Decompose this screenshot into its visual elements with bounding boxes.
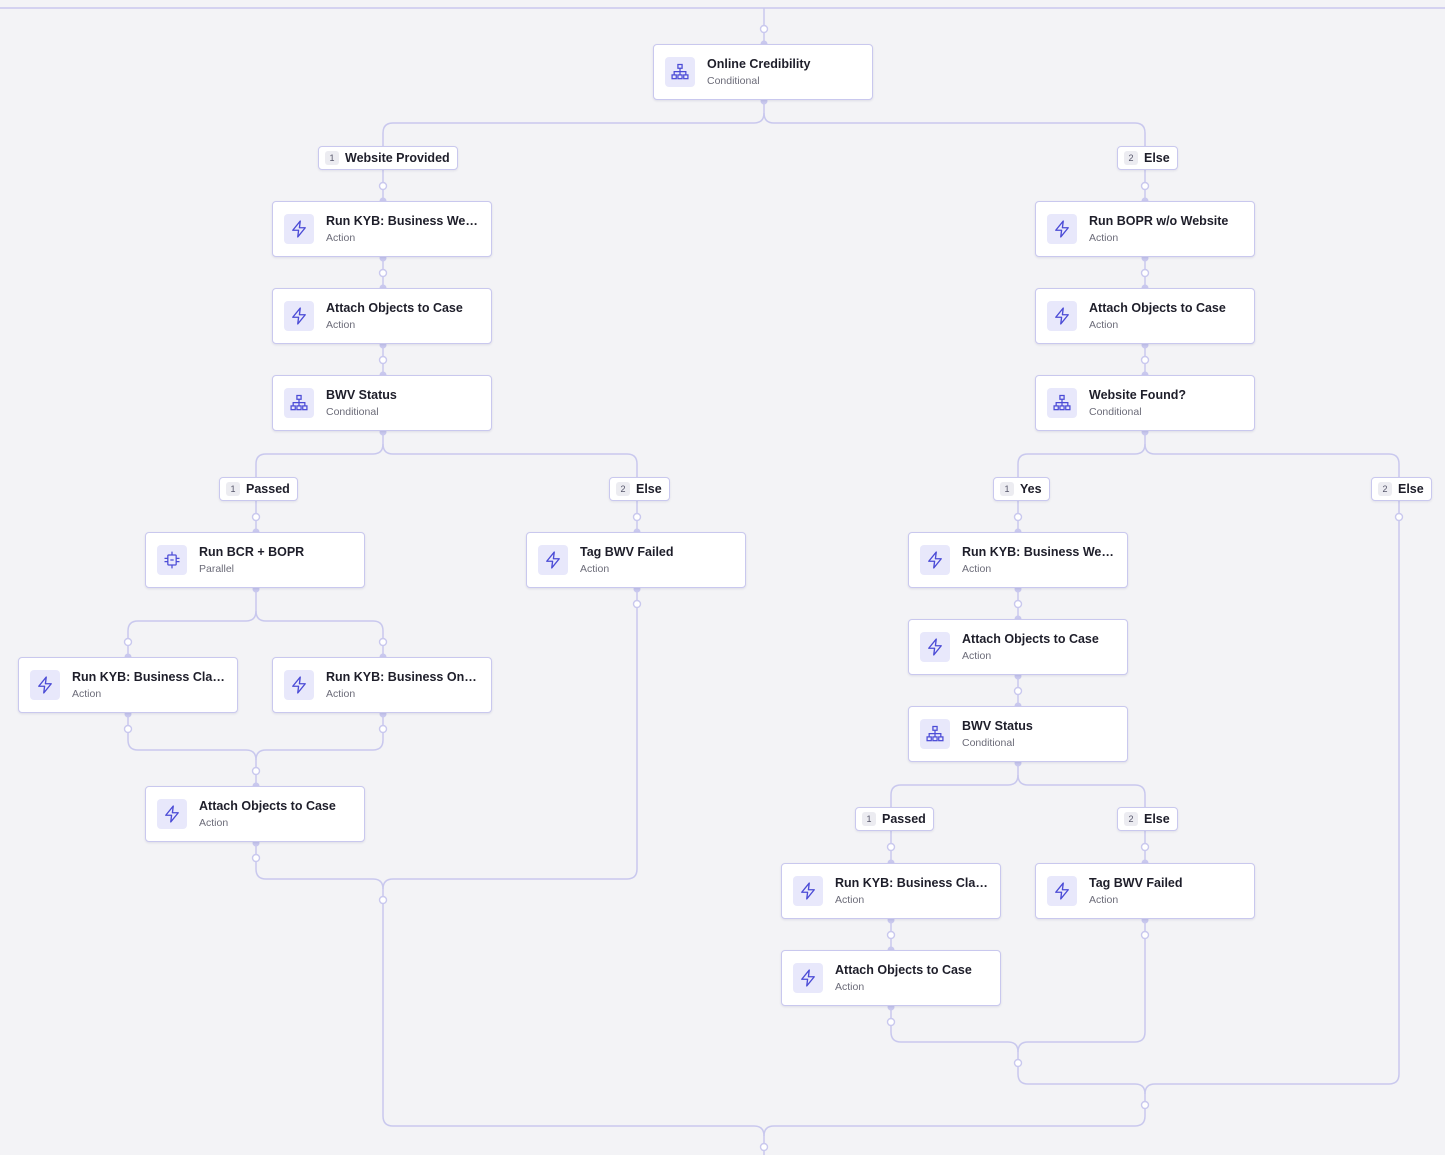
node-title: Run KYB: Business Websit... [326,214,479,228]
node-type: Action [1089,319,1119,331]
node-type: Action [199,817,229,829]
node-type: Conditional [707,75,760,87]
node-type: Action [72,688,102,700]
node-type: Action [1089,894,1119,906]
node-attach-objects-to-case[interactable]: Attach Objects to Case Action [908,619,1128,675]
node-bwv-status[interactable]: BWV Status Conditional [272,375,492,431]
node-title: Tag BWV Failed [1089,876,1183,890]
branch-number: 2 [1124,812,1138,826]
branch-number: 2 [1124,151,1138,165]
node-type: Action [326,319,356,331]
lightning-icon [1047,301,1077,331]
hierarchy-icon [665,57,695,87]
node-title: Attach Objects to Case [835,963,972,977]
lightning-icon [920,545,950,575]
branch-number: 1 [325,151,339,165]
lightning-icon [284,670,314,700]
branch-label: Else [1398,482,1424,496]
lightning-icon [793,963,823,993]
node-type: Action [835,981,865,993]
node-type: Action [1089,232,1119,244]
node-run-kyb-business-website[interactable]: Run KYB: Business Websit... Action [908,532,1128,588]
branch-website-provided[interactable]: 1 Website Provided [318,146,458,170]
node-type: Action [962,563,992,575]
hierarchy-icon [1047,388,1077,418]
parallel-icon [157,545,187,575]
node-title: Tag BWV Failed [580,545,674,559]
node-run-kyb-business-online[interactable]: Run KYB: Business Online ... Action [272,657,492,713]
node-title: Run KYB: Business Classifi... [835,876,988,890]
node-title: BWV Status [326,388,397,402]
hierarchy-icon [284,388,314,418]
node-title: Run KYB: Business Online ... [326,670,479,684]
node-type: Parallel [199,563,235,575]
node-run-bcr-bopr[interactable]: Run BCR + BOPR Parallel [145,532,365,588]
lightning-icon [30,670,60,700]
branch-passed[interactable]: 1 Passed [219,477,298,501]
node-attach-objects-to-case[interactable]: Attach Objects to Case Action [145,786,365,842]
branch-label: Passed [882,812,926,826]
branch-number: 1 [226,482,240,496]
node-title: Attach Objects to Case [1089,301,1226,315]
node-title: Website Found? [1089,388,1186,402]
node-run-kyb-business-website[interactable]: Run KYB: Business Websit... Action [272,201,492,257]
branch-number: 2 [616,482,630,496]
lightning-icon [1047,214,1077,244]
node-title: Run KYB: Business Classifi... [72,670,225,684]
node-title: Attach Objects to Case [326,301,463,315]
lightning-icon [284,214,314,244]
branch-label: Else [1144,812,1170,826]
node-type: Action [580,563,610,575]
branch-yes[interactable]: 1 Yes [993,477,1050,501]
node-title: Attach Objects to Case [962,632,1099,646]
node-type: Action [326,688,356,700]
lightning-icon [538,545,568,575]
node-attach-objects-to-case[interactable]: Attach Objects to Case Action [1035,288,1255,344]
node-title: BWV Status [962,719,1033,733]
node-attach-objects-to-case[interactable]: Attach Objects to Case Action [272,288,492,344]
node-run-bopr-without-website[interactable]: Run BOPR w/o Website Action [1035,201,1255,257]
node-tag-bwv-failed[interactable]: Tag BWV Failed Action [1035,863,1255,919]
node-type: Action [835,894,865,906]
branch-label: Website Provided [345,151,450,165]
node-website-found[interactable]: Website Found? Conditional [1035,375,1255,431]
branch-label: Passed [246,482,290,496]
node-type: Action [962,650,992,662]
node-type: Conditional [326,406,379,418]
node-type: Action [326,232,356,244]
node-title: Run BOPR w/o Website [1089,214,1229,228]
branch-else[interactable]: 2 Else [1371,477,1432,501]
branch-else[interactable]: 2 Else [1117,807,1178,831]
branch-label: Yes [1020,482,1042,496]
node-title: Run KYB: Business Websit... [962,545,1115,559]
lightning-icon [920,632,950,662]
node-title: Run BCR + BOPR [199,545,305,559]
node-bwv-status[interactable]: BWV Status Conditional [908,706,1128,762]
node-type: Conditional [962,737,1015,749]
node-attach-objects-to-case[interactable]: Attach Objects to Case Action [781,950,1001,1006]
branch-else[interactable]: 2 Else [1117,146,1178,170]
branch-label: Else [1144,151,1170,165]
branch-label: Else [636,482,662,496]
branch-else[interactable]: 2 Else [609,477,670,501]
node-type: Conditional [1089,406,1142,418]
branch-number: 1 [1000,482,1014,496]
branch-passed[interactable]: 1 Passed [855,807,934,831]
lightning-icon [157,799,187,829]
node-tag-bwv-failed[interactable]: Tag BWV Failed Action [526,532,746,588]
node-online-credibility[interactable]: Online Credibility Conditional [653,44,873,100]
node-run-kyb-business-classification[interactable]: Run KYB: Business Classifi... Action [18,657,238,713]
node-title: Attach Objects to Case [199,799,336,813]
lightning-icon [284,301,314,331]
branch-number: 1 [862,812,876,826]
hierarchy-icon [920,719,950,749]
node-title: Online Credibility [707,57,811,71]
lightning-icon [1047,876,1077,906]
lightning-icon [793,876,823,906]
node-run-kyb-business-classification[interactable]: Run KYB: Business Classifi... Action [781,863,1001,919]
branch-number: 2 [1378,482,1392,496]
